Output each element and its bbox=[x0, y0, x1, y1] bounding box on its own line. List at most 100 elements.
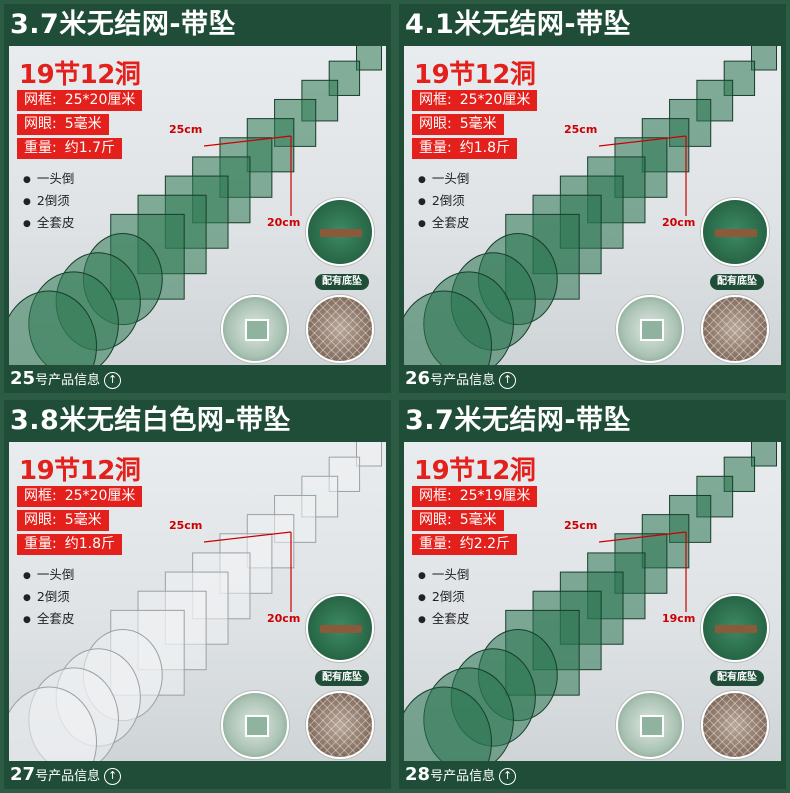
spec-value: 25*20厘米 bbox=[459, 92, 531, 108]
product-panel-26[interactable]: 4.1米无结网-带坠 19节12洞 网框:25*20厘米 网眼: 5毫米 重量: 约… bbox=[399, 4, 786, 393]
spec-value: 约1.8斤 bbox=[459, 140, 510, 156]
entry-photo bbox=[221, 295, 289, 363]
dimension-height-label: 20cm bbox=[267, 612, 301, 625]
product-number: 27 bbox=[10, 764, 36, 785]
caption-weight: 配有底坠 bbox=[710, 670, 764, 686]
spec-value: 约2.2斤 bbox=[459, 536, 510, 552]
mesh-photo bbox=[701, 691, 769, 759]
product-info-link[interactable]: 26号产品信息↑ bbox=[405, 368, 517, 390]
feature-bullet: 2倒须 bbox=[418, 586, 465, 605]
feature-bullet: 2倒须 bbox=[23, 190, 70, 209]
spec-label: 重量: bbox=[24, 140, 57, 156]
product-panel-25[interactable]: 3.7米无结网-带坠 19节12洞 网框:25*20厘米 网眼: 5毫米 重量: 约… bbox=[4, 4, 391, 393]
net-section bbox=[404, 290, 492, 365]
mesh-photo bbox=[306, 691, 374, 759]
panel-title: 3.7米无结网-带坠 bbox=[405, 405, 632, 436]
feature-bullet: 全套皮 bbox=[23, 608, 75, 627]
spec-value: 25*20厘米 bbox=[64, 488, 136, 504]
caption-weight: 配有底坠 bbox=[710, 274, 764, 290]
spec-frame: 网框:25*20厘米 bbox=[412, 90, 538, 111]
spec-mesh: 网眼:5毫米 bbox=[17, 510, 109, 531]
product-photo: 19节12洞 网框:25*20厘米 网眼: 5毫米 重量: 约1.8斤 一头倒 2倒… bbox=[404, 46, 781, 365]
product-info-label: 号产品信息 bbox=[35, 769, 101, 784]
headline: 19节12洞 bbox=[19, 60, 141, 90]
feature-bullet: 一头倒 bbox=[418, 564, 470, 583]
spec-value: 5毫米 bbox=[459, 512, 497, 528]
product-panel-27[interactable]: 3.8米无结白色网-带坠 19节12洞 网框: 25*20厘米 网眼:5毫米 重量… bbox=[4, 400, 391, 789]
entry-photo bbox=[616, 295, 684, 363]
spec-label: 网眼: bbox=[419, 512, 452, 528]
net-section bbox=[356, 442, 382, 467]
net-section bbox=[356, 46, 382, 71]
dimension-width-label: 25cm bbox=[564, 123, 598, 136]
feature-bullet: 2倒须 bbox=[418, 190, 465, 209]
dimension-height-label: 20cm bbox=[662, 216, 696, 229]
spec-label: 网眼: bbox=[419, 116, 452, 132]
bottom-weight-photo bbox=[701, 198, 769, 266]
spec-mesh: 网眼: 5毫米 bbox=[17, 114, 109, 135]
product-info-label: 号产品信息 bbox=[430, 373, 496, 388]
feature-bullet: 2倒须 bbox=[23, 586, 70, 605]
bottom-weight-photo bbox=[701, 594, 769, 662]
spec-value: 25*19厘米 bbox=[459, 488, 531, 504]
panel-title: 4.1米无结网-带坠 bbox=[405, 9, 632, 40]
net-section bbox=[751, 46, 777, 71]
spec-label: 网框: bbox=[24, 488, 57, 504]
mesh-photo bbox=[701, 295, 769, 363]
spec-label: 网眼: bbox=[24, 116, 57, 132]
spec-value: 5毫米 bbox=[459, 116, 497, 132]
spec-label: 网框: bbox=[419, 488, 452, 504]
dimension-height-label: 20cm bbox=[267, 216, 301, 229]
panel-title: 3.8米无结白色网-带坠 bbox=[10, 405, 292, 436]
product-info-link[interactable]: 28号产品信息↑ bbox=[405, 764, 517, 786]
net-section bbox=[9, 290, 97, 365]
spec-value: 约1.8斤 bbox=[64, 536, 115, 552]
dimension-line bbox=[203, 531, 292, 543]
feature-bullet: 全套皮 bbox=[418, 608, 470, 627]
dimension-line bbox=[598, 531, 687, 543]
product-panel-28[interactable]: 3.7米无结网-带坠 19节12洞 网框: 25*19厘米 网眼: 5毫米 重量:约… bbox=[399, 400, 786, 789]
feature-bullet: 全套皮 bbox=[23, 212, 75, 231]
entry-photo bbox=[221, 691, 289, 759]
dimension-width-label: 25cm bbox=[564, 519, 598, 532]
spec-weight: 重量: 约1.7斤 bbox=[17, 138, 122, 159]
panel-title: 3.7米无结网-带坠 bbox=[10, 9, 237, 40]
arrow-up-icon[interactable]: ↑ bbox=[499, 372, 517, 389]
product-info-label: 号产品信息 bbox=[35, 373, 101, 388]
spec-weight: 重量:约2.2斤 bbox=[412, 534, 517, 555]
spec-mesh: 网眼: 5毫米 bbox=[412, 510, 504, 531]
spec-weight: 重量: 约1.8斤 bbox=[17, 534, 122, 555]
arrow-up-icon[interactable]: ↑ bbox=[104, 372, 122, 389]
product-info-link[interactable]: 27号产品信息↑ bbox=[10, 764, 122, 786]
fish-net-illustration bbox=[404, 46, 777, 365]
spec-label: 网框: bbox=[24, 92, 57, 108]
mesh-photo bbox=[306, 295, 374, 363]
headline: 19节12洞 bbox=[414, 456, 536, 486]
spec-value: 约1.7斤 bbox=[64, 140, 115, 156]
arrow-up-icon[interactable]: ↑ bbox=[499, 768, 517, 785]
product-number: 25 bbox=[10, 368, 36, 389]
dimension-height-label: 19cm bbox=[662, 612, 696, 625]
fish-net-illustration bbox=[9, 442, 382, 761]
headline: 19节12洞 bbox=[19, 456, 141, 486]
arrow-up-icon[interactable]: ↑ bbox=[104, 768, 122, 785]
headline: 19节12洞 bbox=[414, 60, 536, 90]
bottom-weight-photo bbox=[306, 198, 374, 266]
product-photo: 19节12洞 网框:25*20厘米 网眼:5毫米 重量:约1.7斤 一头倒 2倒… bbox=[9, 46, 386, 365]
spec-label: 重量: bbox=[24, 536, 57, 552]
feature-bullet: 一头倒 bbox=[418, 168, 470, 187]
product-number: 26 bbox=[405, 368, 431, 389]
product-photo: 19节12洞 网框: 25*20厘米 网眼:5毫米 重量: 约1.8斤 一头倒 2倒… bbox=[9, 442, 386, 761]
feature-bullet: 全套皮 bbox=[418, 212, 470, 231]
spec-weight: 重量: 约1.8斤 bbox=[412, 138, 517, 159]
dimension-line bbox=[598, 135, 687, 147]
product-info-link[interactable]: 25号产品信息↑ bbox=[10, 368, 122, 390]
spec-label: 重量: bbox=[419, 140, 452, 156]
spec-frame: 网框:25*20厘米 bbox=[17, 90, 143, 111]
net-section bbox=[404, 686, 492, 761]
feature-bullet: 一头倒 bbox=[23, 564, 75, 583]
product-info-label: 号产品信息 bbox=[430, 769, 496, 784]
fish-net-illustration bbox=[404, 442, 777, 761]
caption-weight: 配有底坠 bbox=[315, 274, 369, 290]
spec-value: 5毫米 bbox=[64, 116, 102, 132]
